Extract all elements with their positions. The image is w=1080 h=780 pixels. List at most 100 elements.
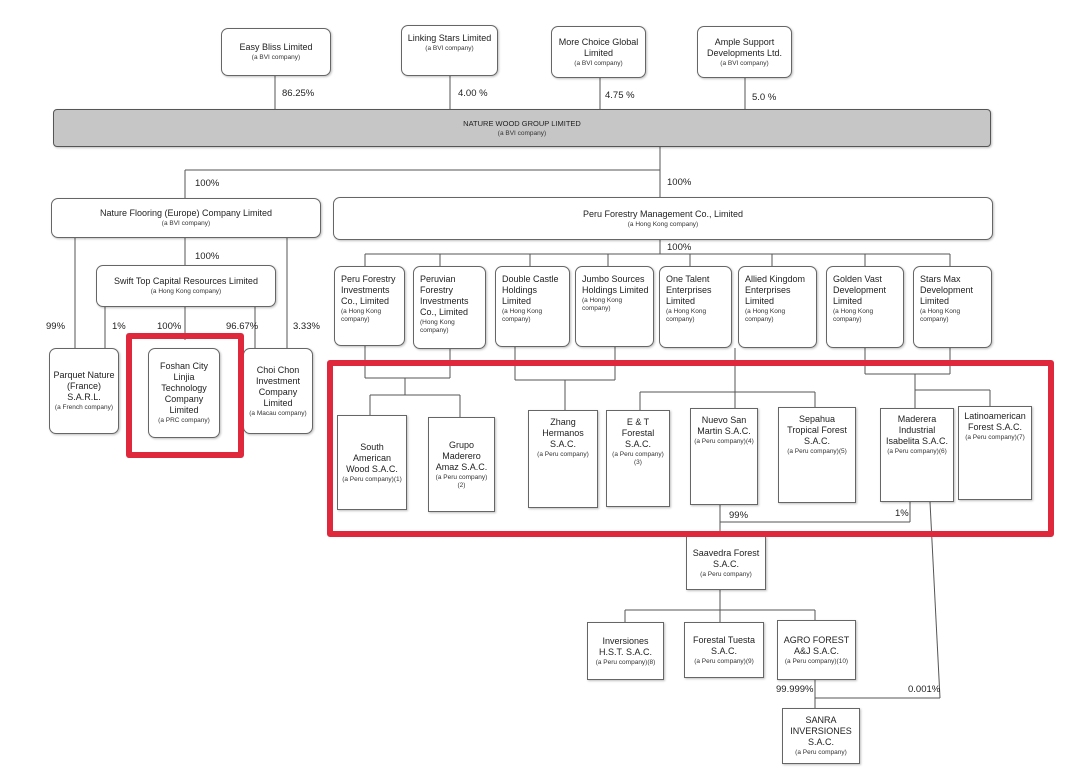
peru-sepahua-tropical: Sepahua Tropical Forest S.A.C. (a Peru c… bbox=[778, 407, 856, 503]
company-name: Peru Forestry Investments Co., Limited bbox=[341, 274, 396, 306]
hk-peruvian-forestry-investments: Peruvian Forestry Investments Co., Limit… bbox=[413, 266, 486, 349]
shareholder-easy-bliss: Easy Bliss Limited (a BVI company) bbox=[221, 28, 331, 76]
company-type: (a BVI company) bbox=[497, 130, 547, 137]
company-name: Peruvian Forestry Investments Co., Limit… bbox=[420, 274, 469, 317]
company-type: (a PRC company) bbox=[158, 417, 210, 424]
pct-ample-support: 5.0 % bbox=[752, 92, 777, 103]
pct-more-choice: 4.75 % bbox=[605, 90, 635, 101]
company-type: (a BVI company) bbox=[251, 54, 301, 61]
company-name: South American Wood S.A.C. bbox=[346, 441, 398, 474]
company-name: Peru Forestry Management Co., Limited bbox=[582, 208, 744, 219]
peru-forestry-management: Peru Forestry Management Co., Limited (a… bbox=[333, 197, 993, 240]
company-type: (a Hong Kong company) bbox=[341, 308, 382, 323]
shareholder-more-choice: More Choice Global Limited (a BVI compan… bbox=[551, 26, 646, 78]
choi-chon-investment: Choi Chon Investment Company Limited (a … bbox=[243, 348, 313, 434]
company-name: Nuevo San Martin S.A.C. bbox=[697, 415, 751, 436]
peru-south-american-wood: South American Wood S.A.C. (a Peru compa… bbox=[337, 415, 407, 510]
company-type: (a Peru company)(3) bbox=[612, 451, 664, 466]
company-type: (a Peru company) bbox=[537, 451, 589, 458]
company-type: (a Peru company) bbox=[795, 749, 847, 756]
company-name: Saavedra Forest S.A.C. bbox=[692, 547, 760, 569]
parquet-nature-france: Parquet Nature (France) S.A.R.L. (a Fren… bbox=[49, 348, 119, 434]
company-type: (Hong Kong company) bbox=[420, 319, 455, 334]
sanra-inversiones: SANRA INVERSIONES S.A.C. (a Peru company… bbox=[782, 708, 860, 764]
company-type: (a Hong Kong company) bbox=[833, 308, 874, 323]
company-name: Double Castle Holdings Limited bbox=[502, 274, 559, 306]
company-name: More Choice Global Limited bbox=[558, 36, 639, 58]
company-name: Golden Vast Development Limited bbox=[833, 274, 887, 306]
pct-agro-to-sanra: 99.999% bbox=[776, 684, 814, 695]
company-name: SANRA INVERSIONES S.A.C. bbox=[790, 715, 852, 747]
shareholder-ample-support: Ample Support Developments Ltd. (a BVI c… bbox=[697, 26, 792, 78]
company-name: Swift Top Capital Resources Limited bbox=[114, 276, 258, 286]
forestal-tuesta: Forestal Tuesta S.A.C. (a Peru company)(… bbox=[684, 622, 764, 678]
company-type: (a Peru company)(10) bbox=[784, 657, 849, 665]
company-type: (a Peru company)(6) bbox=[887, 448, 947, 455]
company-type: (a BVI company) bbox=[161, 220, 211, 227]
agro-forest-aj: AGRO FOREST A&J S.A.C. (a Peru company)(… bbox=[777, 620, 856, 680]
company-type: (a Peru company)(8) bbox=[595, 658, 656, 666]
shareholder-linking-stars: Linking Stars Limited (a BVI company) bbox=[401, 25, 498, 76]
company-name: Ample Support Developments Ltd. bbox=[706, 36, 783, 58]
nature-flooring-europe: Nature Flooring (Europe) Company Limited… bbox=[51, 198, 321, 238]
company-name: NATURE WOOD GROUP LIMITED bbox=[463, 119, 581, 128]
company-name: Parquet Nature (France) S.A.R.L. bbox=[53, 370, 115, 402]
company-name: Foshan City Linjia Technology Company Li… bbox=[159, 361, 209, 415]
company-type: (a Hong Kong company) bbox=[920, 308, 961, 323]
company-name: Linking Stars Limited bbox=[407, 33, 492, 43]
company-type: (a Hong Kong company) bbox=[627, 220, 699, 228]
company-name: E & T Forestal S.A.C. bbox=[621, 417, 655, 449]
pct-isabelita-to-saavedra: 1% bbox=[895, 508, 909, 519]
hk-allied-kingdom: Allied Kingdom Enterprises Limited (a Ho… bbox=[738, 266, 817, 348]
company-name: Latinoamerican Forest S.A.C. bbox=[964, 411, 1026, 432]
hk-one-talent: One Talent Enterprises Limited (a Hong K… bbox=[659, 266, 732, 348]
peru-nuevo-san-martin: Nuevo San Martin S.A.C. (a Peru company)… bbox=[690, 408, 758, 505]
company-name: Grupo Maderero Amaz S.A.C. bbox=[435, 439, 488, 472]
inversiones-hst: Inversiones H.S.T. S.A.C. (a Peru compan… bbox=[587, 622, 664, 680]
pct-right-branch: 100% bbox=[667, 177, 692, 188]
company-name: Choi Chon Investment Company Limited bbox=[255, 364, 301, 408]
pct-foshan: 100% bbox=[157, 321, 182, 332]
company-type: (a Peru company)(7) bbox=[965, 434, 1025, 441]
peru-grupo-maderero-amaz: Grupo Maderero Amaz S.A.C. (a Peru compa… bbox=[428, 417, 495, 512]
company-name: Jumbo Sources Holdings Limited bbox=[582, 274, 649, 295]
hk-peru-forestry-investments: Peru Forestry Investments Co., Limited (… bbox=[334, 266, 405, 346]
highlight-peru-subsidiaries bbox=[327, 360, 1054, 537]
company-name: Sepahua Tropical Forest S.A.C. bbox=[787, 414, 847, 446]
peru-e-t-forestal: E & T Forestal S.A.C. (a Peru company)(3… bbox=[606, 410, 670, 507]
nature-wood-group: NATURE WOOD GROUP LIMITED (a BVI company… bbox=[53, 109, 991, 147]
hk-stars-max: Stars Max Development Limited (a Hong Ko… bbox=[913, 266, 992, 348]
company-name: Zhang Hermanos S.A.C. bbox=[542, 417, 584, 449]
company-type: (a BVI company) bbox=[720, 59, 769, 67]
company-type: (a Peru company)(2) bbox=[435, 473, 488, 489]
company-type: (a French company) bbox=[54, 404, 114, 411]
pct-choi-chon: 3.33% bbox=[293, 321, 320, 332]
company-type: (a Macau company) bbox=[249, 409, 307, 417]
company-type: (a Hong Kong company) bbox=[745, 308, 786, 323]
company-name: Allied Kingdom Enterprises Limited bbox=[745, 274, 806, 306]
pct-parquet: 99% bbox=[46, 321, 66, 332]
company-name: Maderera Industrial Isabelita S.A.C. bbox=[885, 414, 949, 446]
company-name: Inversiones H.S.T. S.A.C. bbox=[598, 635, 652, 657]
peru-maderera-isabelita: Maderera Industrial Isabelita S.A.C. (a … bbox=[880, 408, 954, 502]
hk-jumbo-sources: Jumbo Sources Holdings Limited (a Hong K… bbox=[575, 266, 654, 347]
company-type: (a BVI company) bbox=[574, 59, 623, 67]
company-name: Stars Max Development Limited bbox=[920, 274, 974, 306]
pct-nuevo-to-saavedra: 99% bbox=[729, 510, 749, 521]
company-name: AGRO FOREST A&J S.A.C. bbox=[783, 634, 850, 656]
pct-isabelita-to-sanra: 0.001% bbox=[908, 684, 941, 695]
company-type: (a Peru company)(1) bbox=[342, 475, 402, 483]
company-name: Easy Bliss Limited bbox=[239, 42, 313, 52]
company-name: Nature Flooring (Europe) Company Limited bbox=[99, 208, 273, 218]
swift-top-capital: Swift Top Capital Resources Limited (a H… bbox=[96, 265, 276, 307]
company-type: (a Peru company) bbox=[700, 570, 752, 578]
company-name: Forestal Tuesta S.A.C. bbox=[692, 634, 756, 656]
foshan-linjia: Foshan City Linjia Technology Company Li… bbox=[148, 348, 220, 438]
pct-left-branch: 100% bbox=[195, 178, 220, 189]
company-type: (a Peru company)(5) bbox=[787, 448, 847, 455]
hk-golden-vast: Golden Vast Development Limited (a Hong … bbox=[826, 266, 904, 348]
saavedra-forest: Saavedra Forest S.A.C. (a Peru company) bbox=[686, 536, 766, 590]
pct-swift-to-parquet: 1% bbox=[112, 321, 126, 332]
company-type: (a Hong Kong company) bbox=[666, 308, 707, 323]
hk-double-castle: Double Castle Holdings Limited (a Hong K… bbox=[495, 266, 570, 347]
